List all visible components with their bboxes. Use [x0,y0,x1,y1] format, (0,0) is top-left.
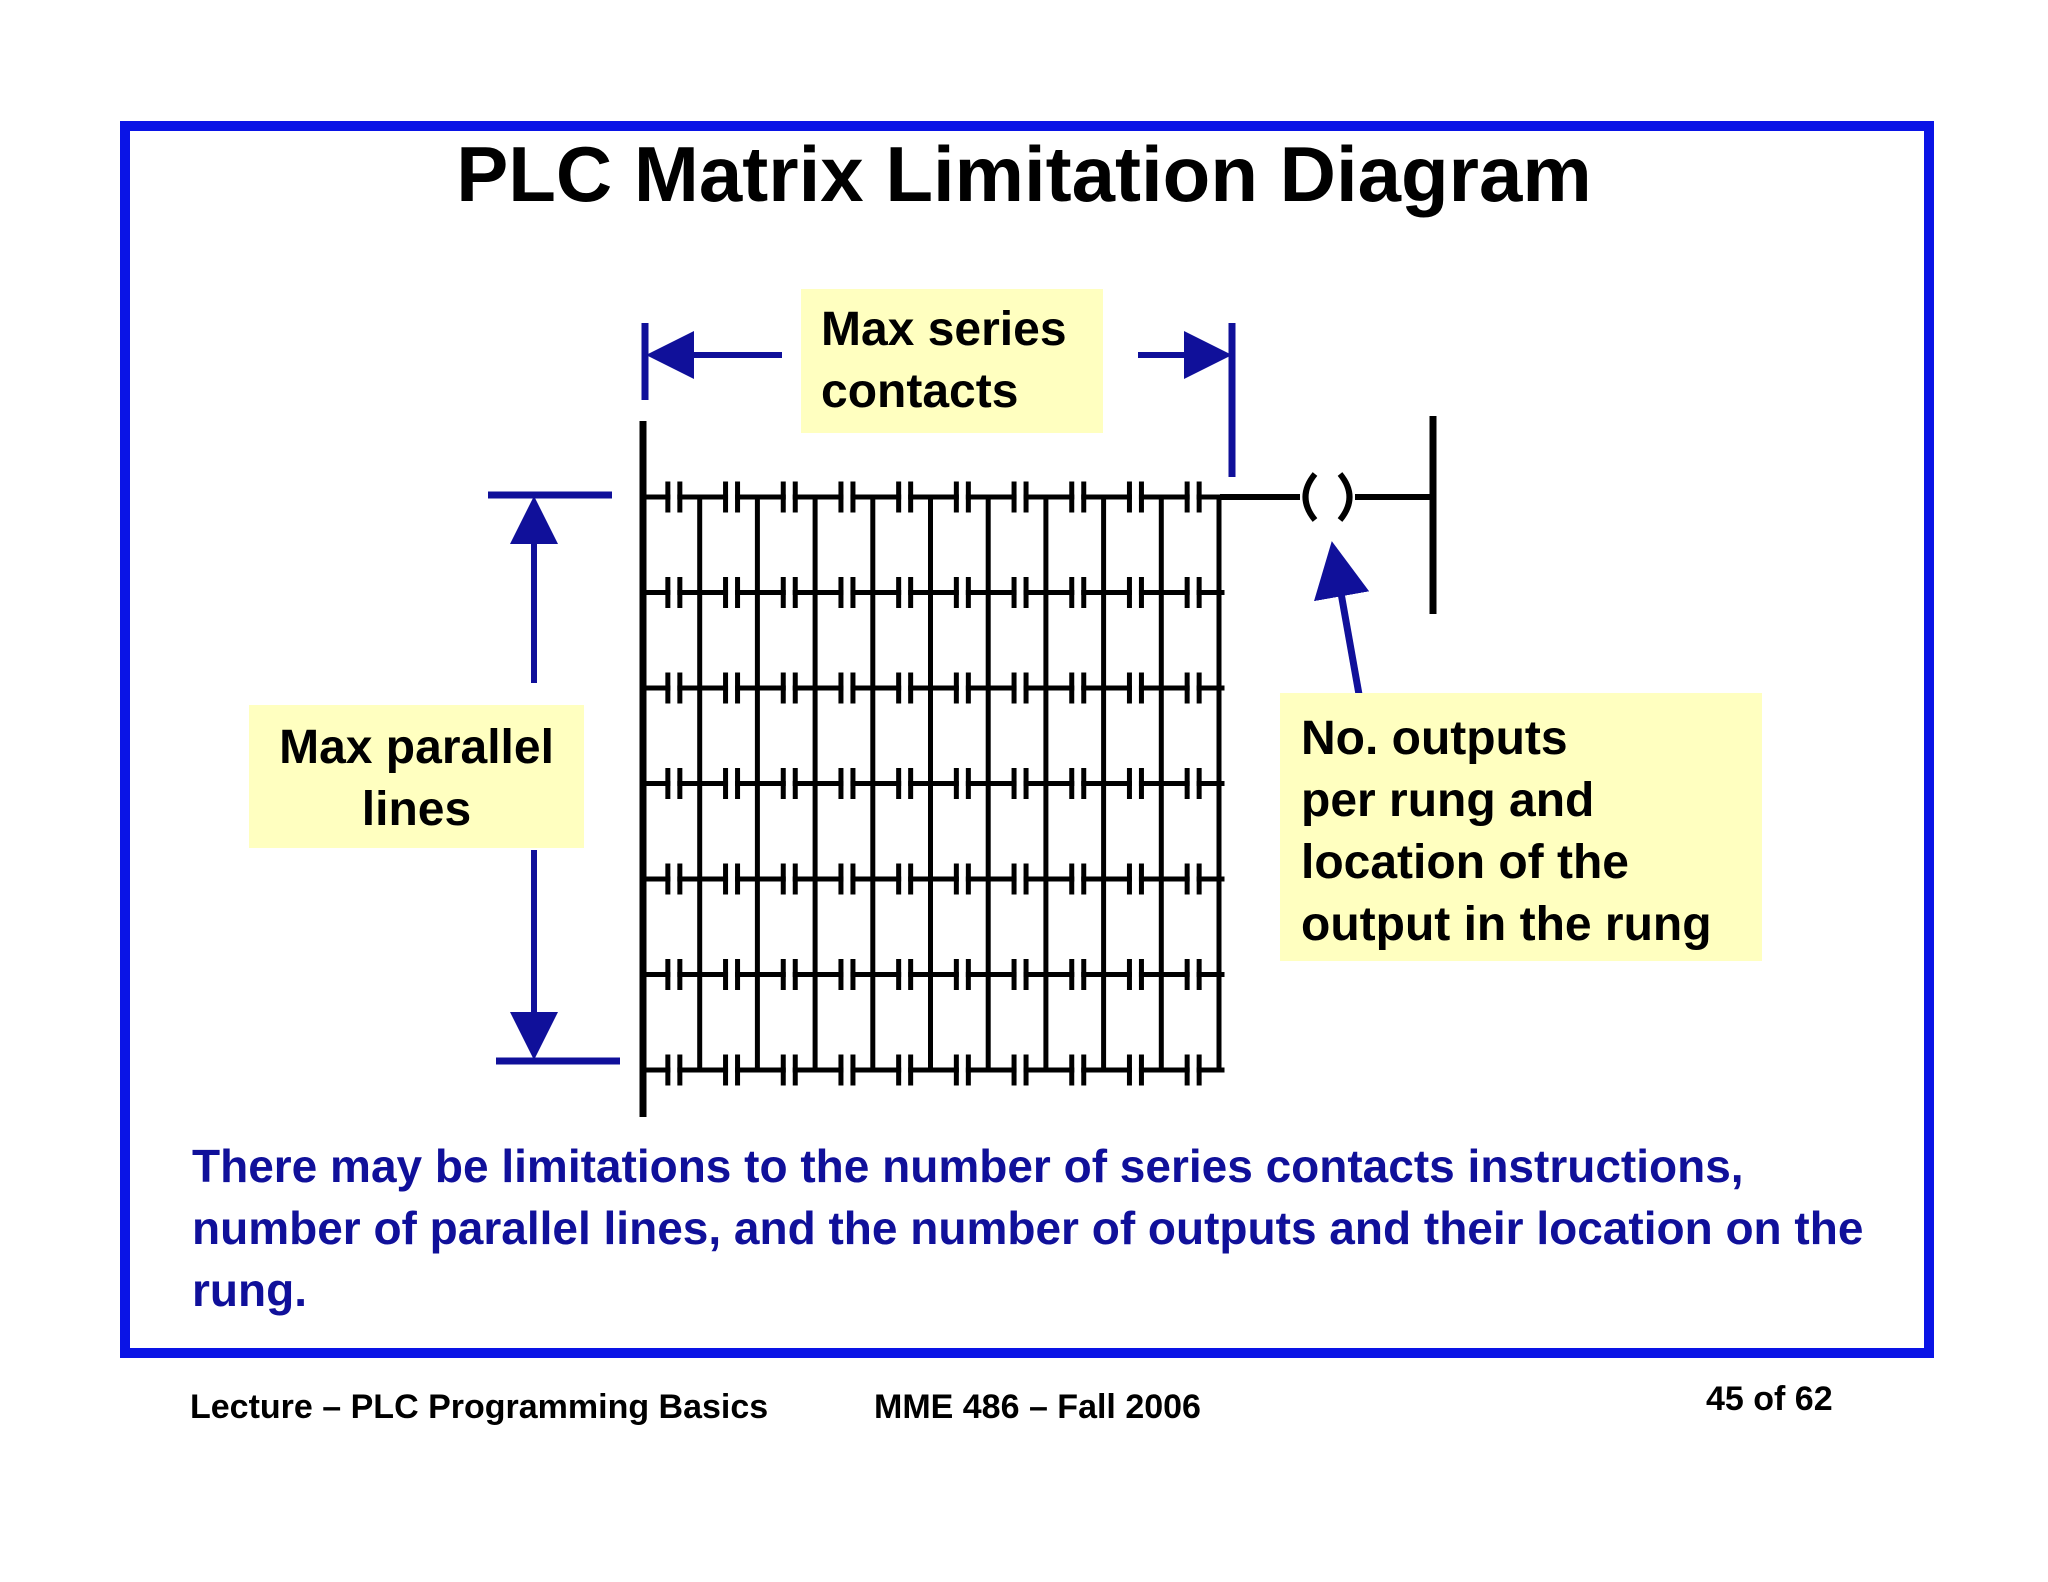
normally-open-contact-icon [1046,672,1110,704]
parallel-dimension [488,491,620,1065]
normally-open-contact-icon [1046,768,1110,799]
normally-open-contact-icon [700,672,763,704]
normally-open-contact-icon [1046,481,1110,513]
normally-open-contact-icon [988,481,1052,513]
normally-open-contact-icon [1104,863,1167,895]
normally-open-contact-icon [642,1054,706,1086]
normally-open-contact-icon [1104,481,1167,513]
normally-open-contact-icon [700,1054,763,1086]
normally-open-contact-icon [931,1054,994,1086]
normally-open-contact-icon [1161,481,1225,513]
normally-open-contact-icon [642,768,706,799]
normally-open-contact-icon [873,577,936,608]
normally-open-contact-icon [700,577,763,608]
normally-open-contact-icon [1161,959,1225,990]
output-rung [1220,416,1437,614]
normally-open-contact-icon [1161,1054,1225,1086]
normally-open-contact-icon [873,959,936,990]
normally-open-contact-icon [700,959,763,990]
max-parallel-label: Max parallel lines [279,721,554,836]
normally-open-contact-icon [642,863,706,895]
normally-open-contact-icon [700,863,763,895]
normally-open-contact-icon [815,672,879,704]
coil-icon [1302,472,1353,522]
normally-open-contact-icon [757,481,821,513]
normally-open-contact-icon [931,481,994,513]
normally-open-contact-icon [1161,577,1225,608]
normally-open-contact-icon [757,577,821,608]
normally-open-contact-icon [1046,577,1110,608]
normally-open-contact-icon [815,768,879,799]
normally-open-contact-icon [757,1054,821,1086]
normally-open-contact-icon [1161,672,1225,704]
normally-open-contact-icon [815,959,879,990]
max-parallel-note: Max parallel lines [249,705,584,848]
normally-open-contact-icon [757,768,821,799]
slide-title: PLC Matrix Limitation Diagram [456,130,1592,218]
normally-open-contact-icon [931,768,994,799]
normally-open-contact-icon [1104,672,1167,704]
outputs-note: No. outputs per rung and location of the… [1280,693,1762,961]
series-dimension [641,323,1236,477]
normally-open-contact-icon [1161,768,1225,799]
max-series-label: Max series contacts [821,303,1067,418]
normally-open-contact-icon [1046,1054,1110,1086]
normally-open-contact-icon [1161,863,1225,895]
normally-open-contact-icon [988,959,1052,990]
normally-open-contact-icon [757,959,821,990]
normally-open-contact-icon [757,863,821,895]
normally-open-contact-icon [642,577,706,608]
normally-open-contact-icon [873,1054,936,1086]
normally-open-contact-icon [815,481,879,513]
normally-open-contact-icon [931,863,994,895]
normally-open-contact-icon [700,768,763,799]
footer-lecture: Lecture – PLC Programming Basics [190,1388,769,1426]
outputs-label: No. outputs per rung and location of the… [1301,712,1712,951]
normally-open-contact-icon [642,672,706,704]
normally-open-contact-icon [873,481,936,513]
normally-open-contact-icon [642,481,706,513]
contact-matrix [642,481,1225,1086]
max-series-note: Max series contacts [801,289,1103,433]
footer-course: MME 486 – Fall 2006 [874,1388,1201,1426]
normally-open-contact-icon [873,863,936,895]
normally-open-contact-icon [1046,959,1110,990]
normally-open-contact-icon [988,863,1052,895]
normally-open-contact-icon [931,577,994,608]
normally-open-contact-icon [988,768,1052,799]
normally-open-contact-icon [815,1054,879,1086]
normally-open-contact-icon [988,1054,1052,1086]
normally-open-contact-icon [873,672,936,704]
normally-open-contact-icon [931,959,994,990]
normally-open-contact-icon [988,672,1052,704]
normally-open-contact-icon [642,959,706,990]
summary-text: There may be limitations to the number o… [192,1140,1864,1316]
normally-open-contact-icon [815,863,879,895]
normally-open-contact-icon [873,768,936,799]
page-number: 45 of 62 [1706,1380,1833,1418]
slide-frame [120,121,1934,1358]
normally-open-contact-icon [700,481,763,513]
normally-open-contact-icon [988,577,1052,608]
normally-open-contact-icon [1104,768,1167,799]
normally-open-contact-icon [1104,959,1167,990]
normally-open-contact-icon [1046,863,1110,895]
normally-open-contact-icon [1104,1054,1167,1086]
normally-open-contact-icon [1104,577,1167,608]
outputs-pointer-arrow [1314,541,1370,701]
normally-open-contact-icon [757,672,821,704]
normally-open-contact-icon [931,672,994,704]
normally-open-contact-icon [815,577,879,608]
